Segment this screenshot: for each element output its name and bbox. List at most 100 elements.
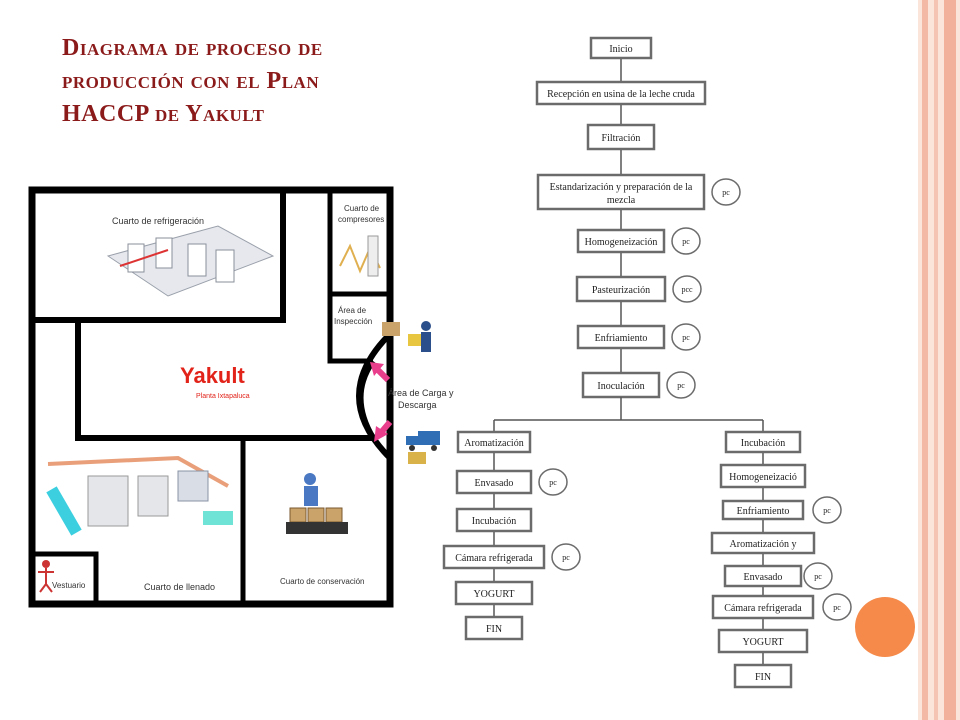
- right-step-1-label: Homogeneizació: [729, 472, 797, 483]
- edge-stripe-2: [934, 0, 938, 720]
- left-step-3-box: [442, 544, 546, 570]
- compressor-equipment: [339, 235, 381, 277]
- main-step-4-label: Homogeneización: [585, 237, 658, 248]
- right-step-3-label: Aromatización y: [730, 539, 797, 550]
- main-step-7-tag-circle: [666, 371, 696, 399]
- left-step-3-label: Cámara refrigerada: [455, 553, 533, 564]
- slide-title: Diagrama de proceso de producción con el…: [62, 32, 482, 131]
- main-step-7-label: Inoculación: [597, 381, 644, 392]
- plant-name: Planta Ixtapaluca: [196, 393, 250, 400]
- room-compresores-label-1: Cuarto de: [344, 204, 380, 213]
- right-step-0-label: Incubación: [741, 438, 785, 449]
- wall-bottom: [32, 438, 246, 604]
- room-vestuario-label: Vestuario: [52, 581, 86, 590]
- vestuario-icon: [38, 560, 54, 593]
- room-compresores-label-2: compresores: [338, 215, 384, 224]
- right-step-7-label: FIN: [755, 672, 771, 683]
- title-line-3: HACCP de Yakult: [62, 101, 265, 127]
- right-step-4-box: [723, 564, 803, 588]
- filling-equipment: [46, 455, 233, 536]
- room-carga-label-1: Área de Carga y: [388, 388, 454, 398]
- main-step-6-tag: pc: [682, 333, 690, 342]
- left-step-1-tag-circle: [538, 468, 568, 496]
- main-step-5-tag-circle: [672, 275, 702, 303]
- right-step-2-box: [721, 499, 805, 521]
- left-step-0-label: Aromatización: [464, 438, 523, 449]
- left-step-1-label: Envasado: [475, 478, 514, 489]
- right-step-5-tag: pc: [833, 603, 841, 612]
- right-step-0-box: [724, 430, 802, 454]
- main-step-5-tag: pcc: [681, 285, 693, 294]
- main-step-0-box: [589, 36, 653, 60]
- wall-refrigeracion: [32, 190, 286, 323]
- right-step-2-tag: pc: [823, 506, 831, 515]
- wall-corridor: [75, 320, 373, 441]
- floor-plan: Cuarto de refrigeración Cuarto de compre…: [28, 186, 454, 608]
- left-step-1-tag: pc: [549, 478, 557, 487]
- right-step-5-label: Cámara refrigerada: [724, 603, 802, 614]
- right-step-7-box: [733, 663, 793, 689]
- brand-logo: Yakult: [180, 363, 245, 388]
- truck-icon: [406, 431, 440, 464]
- right-step-4-tag-circle: [803, 562, 833, 590]
- title-line-2: producción con el Plan: [62, 68, 320, 94]
- main-step-6-box: [576, 324, 666, 350]
- main-step-4-tag-circle: [671, 227, 701, 255]
- wall-carga-arc: [356, 331, 393, 461]
- main-step-4-tag: pc: [682, 237, 690, 246]
- room-conservacion-label: Cuarto de conservación: [280, 577, 365, 586]
- room-llenado-label: Cuarto de llenado: [144, 582, 215, 592]
- room-refrigeracion-label: Cuarto de refrigeración: [112, 216, 204, 226]
- refrigeration-equipment: [106, 225, 275, 297]
- main-step-3-label: Estandarización y preparación de la: [550, 182, 693, 193]
- accent-circle: [855, 597, 915, 657]
- main-step-1-label: Recepción en usina de la leche cruda: [547, 89, 695, 100]
- edge-stripe-1: [922, 0, 928, 720]
- main-step-2-box: [586, 123, 656, 151]
- main-step-4-box: [576, 228, 666, 254]
- right-step-4-label: Envasado: [744, 572, 783, 583]
- left-step-2-label: Incubación: [472, 516, 516, 527]
- room-inspeccion-label-2: Inspección: [334, 317, 372, 326]
- arrow-icon: [370, 362, 393, 442]
- right-step-6-label: YOGURT: [742, 637, 783, 648]
- left-step-2-box: [455, 507, 533, 533]
- left-step-0-box: [456, 430, 532, 454]
- main-step-6-tag-circle: [671, 323, 701, 351]
- main-step-7-tag: pc: [677, 381, 685, 390]
- main-step-5-box: [575, 275, 667, 303]
- main-step-6-label: Enfriamiento: [595, 333, 648, 344]
- left-step-1-box: [455, 469, 533, 495]
- outer-wall: [28, 186, 394, 608]
- main-step-3-tag-circle: [711, 178, 741, 206]
- left-step-3-tag-circle: [551, 543, 581, 571]
- right-step-6-box: [717, 628, 809, 654]
- right-step-5-box: [711, 594, 815, 620]
- main-step-0-label: Inicio: [609, 44, 632, 55]
- room-inspeccion-label-1: Área de: [338, 306, 367, 315]
- left-step-5-box: [464, 615, 524, 641]
- left-step-4-label: YOGURT: [473, 589, 514, 600]
- main-step-3-tag: pc: [722, 188, 730, 197]
- right-step-1-box: [719, 463, 807, 489]
- main-step-1-box: [535, 80, 707, 106]
- left-step-4-box: [454, 580, 534, 606]
- title-line-1: Diagrama de proceso de: [62, 35, 323, 61]
- main-step-2-label: Filtración: [602, 133, 641, 144]
- main-step-7-box: [581, 371, 661, 399]
- worker-icon: [382, 321, 431, 352]
- right-step-2-tag-circle: [812, 496, 842, 524]
- right-step-3-box: [710, 531, 816, 555]
- left-step-5-label: FIN: [486, 624, 502, 635]
- main-step-3-label-2: mezcla: [607, 195, 636, 206]
- right-step-5-tag-circle: [822, 593, 852, 621]
- right-step-4-tag: pc: [814, 572, 822, 581]
- main-step-5-label: Pasteurización: [592, 285, 650, 296]
- edge-stripe-3: [944, 0, 956, 720]
- right-step-2-label: Enfriamiento: [737, 506, 790, 517]
- wall-compresores: [327, 190, 390, 364]
- left-step-3-tag: pc: [562, 553, 570, 562]
- main-step-3-box: [536, 173, 706, 211]
- conservation-equipment: [286, 473, 348, 534]
